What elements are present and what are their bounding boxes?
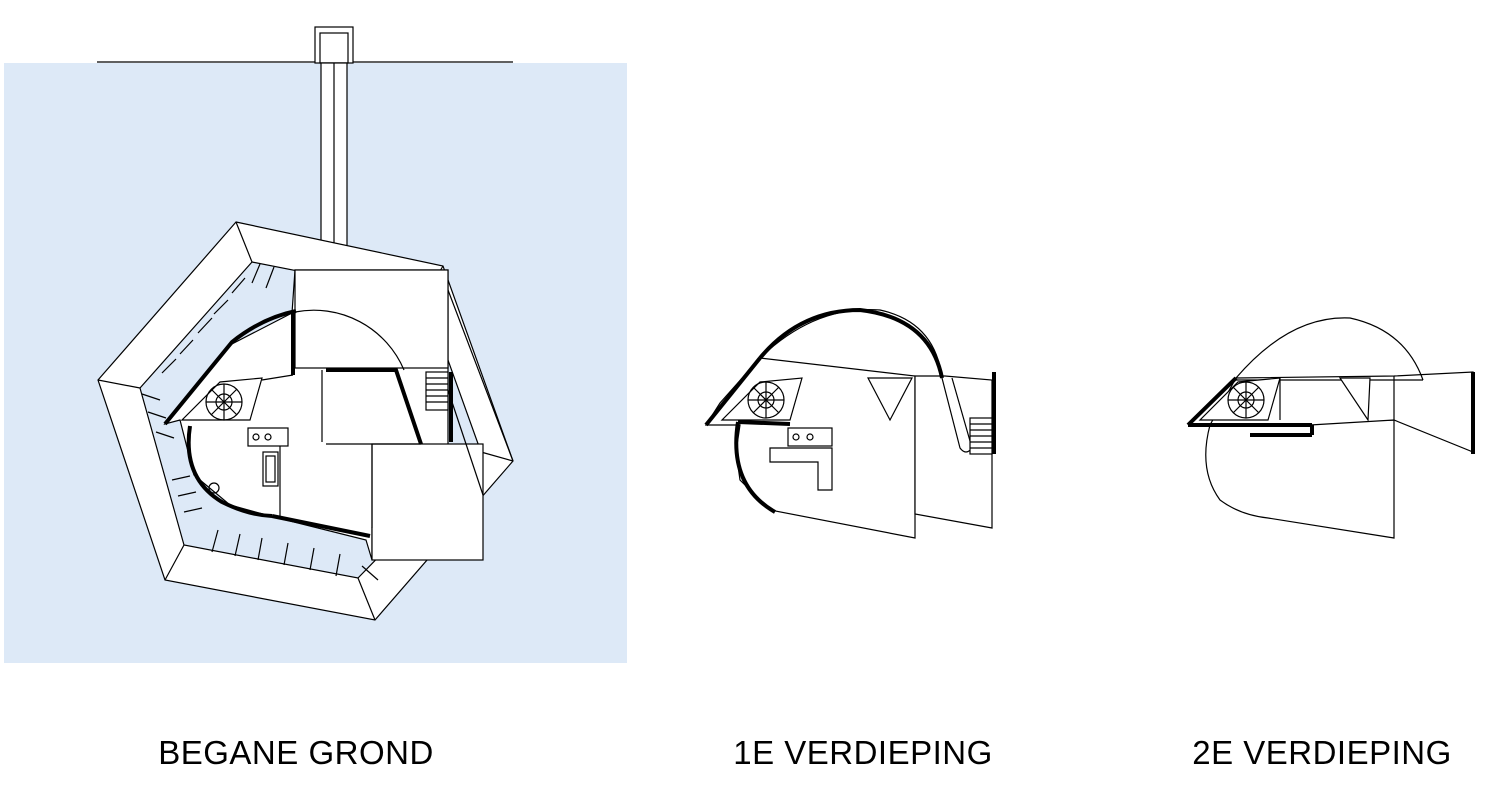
plan-label-ground-floor: BEGANE GROND	[158, 734, 434, 771]
second-floor-plan	[1186, 317, 1475, 539]
jetty	[314, 26, 354, 276]
first-floor-plan	[704, 307, 996, 539]
plan-label-second-floor: 2E VERDIEPING	[1192, 734, 1452, 771]
ground-floor-plan	[4, 26, 627, 663]
ground-floor-house	[163, 269, 514, 561]
plan-label-first-floor: 1E VERDIEPING	[733, 734, 993, 771]
